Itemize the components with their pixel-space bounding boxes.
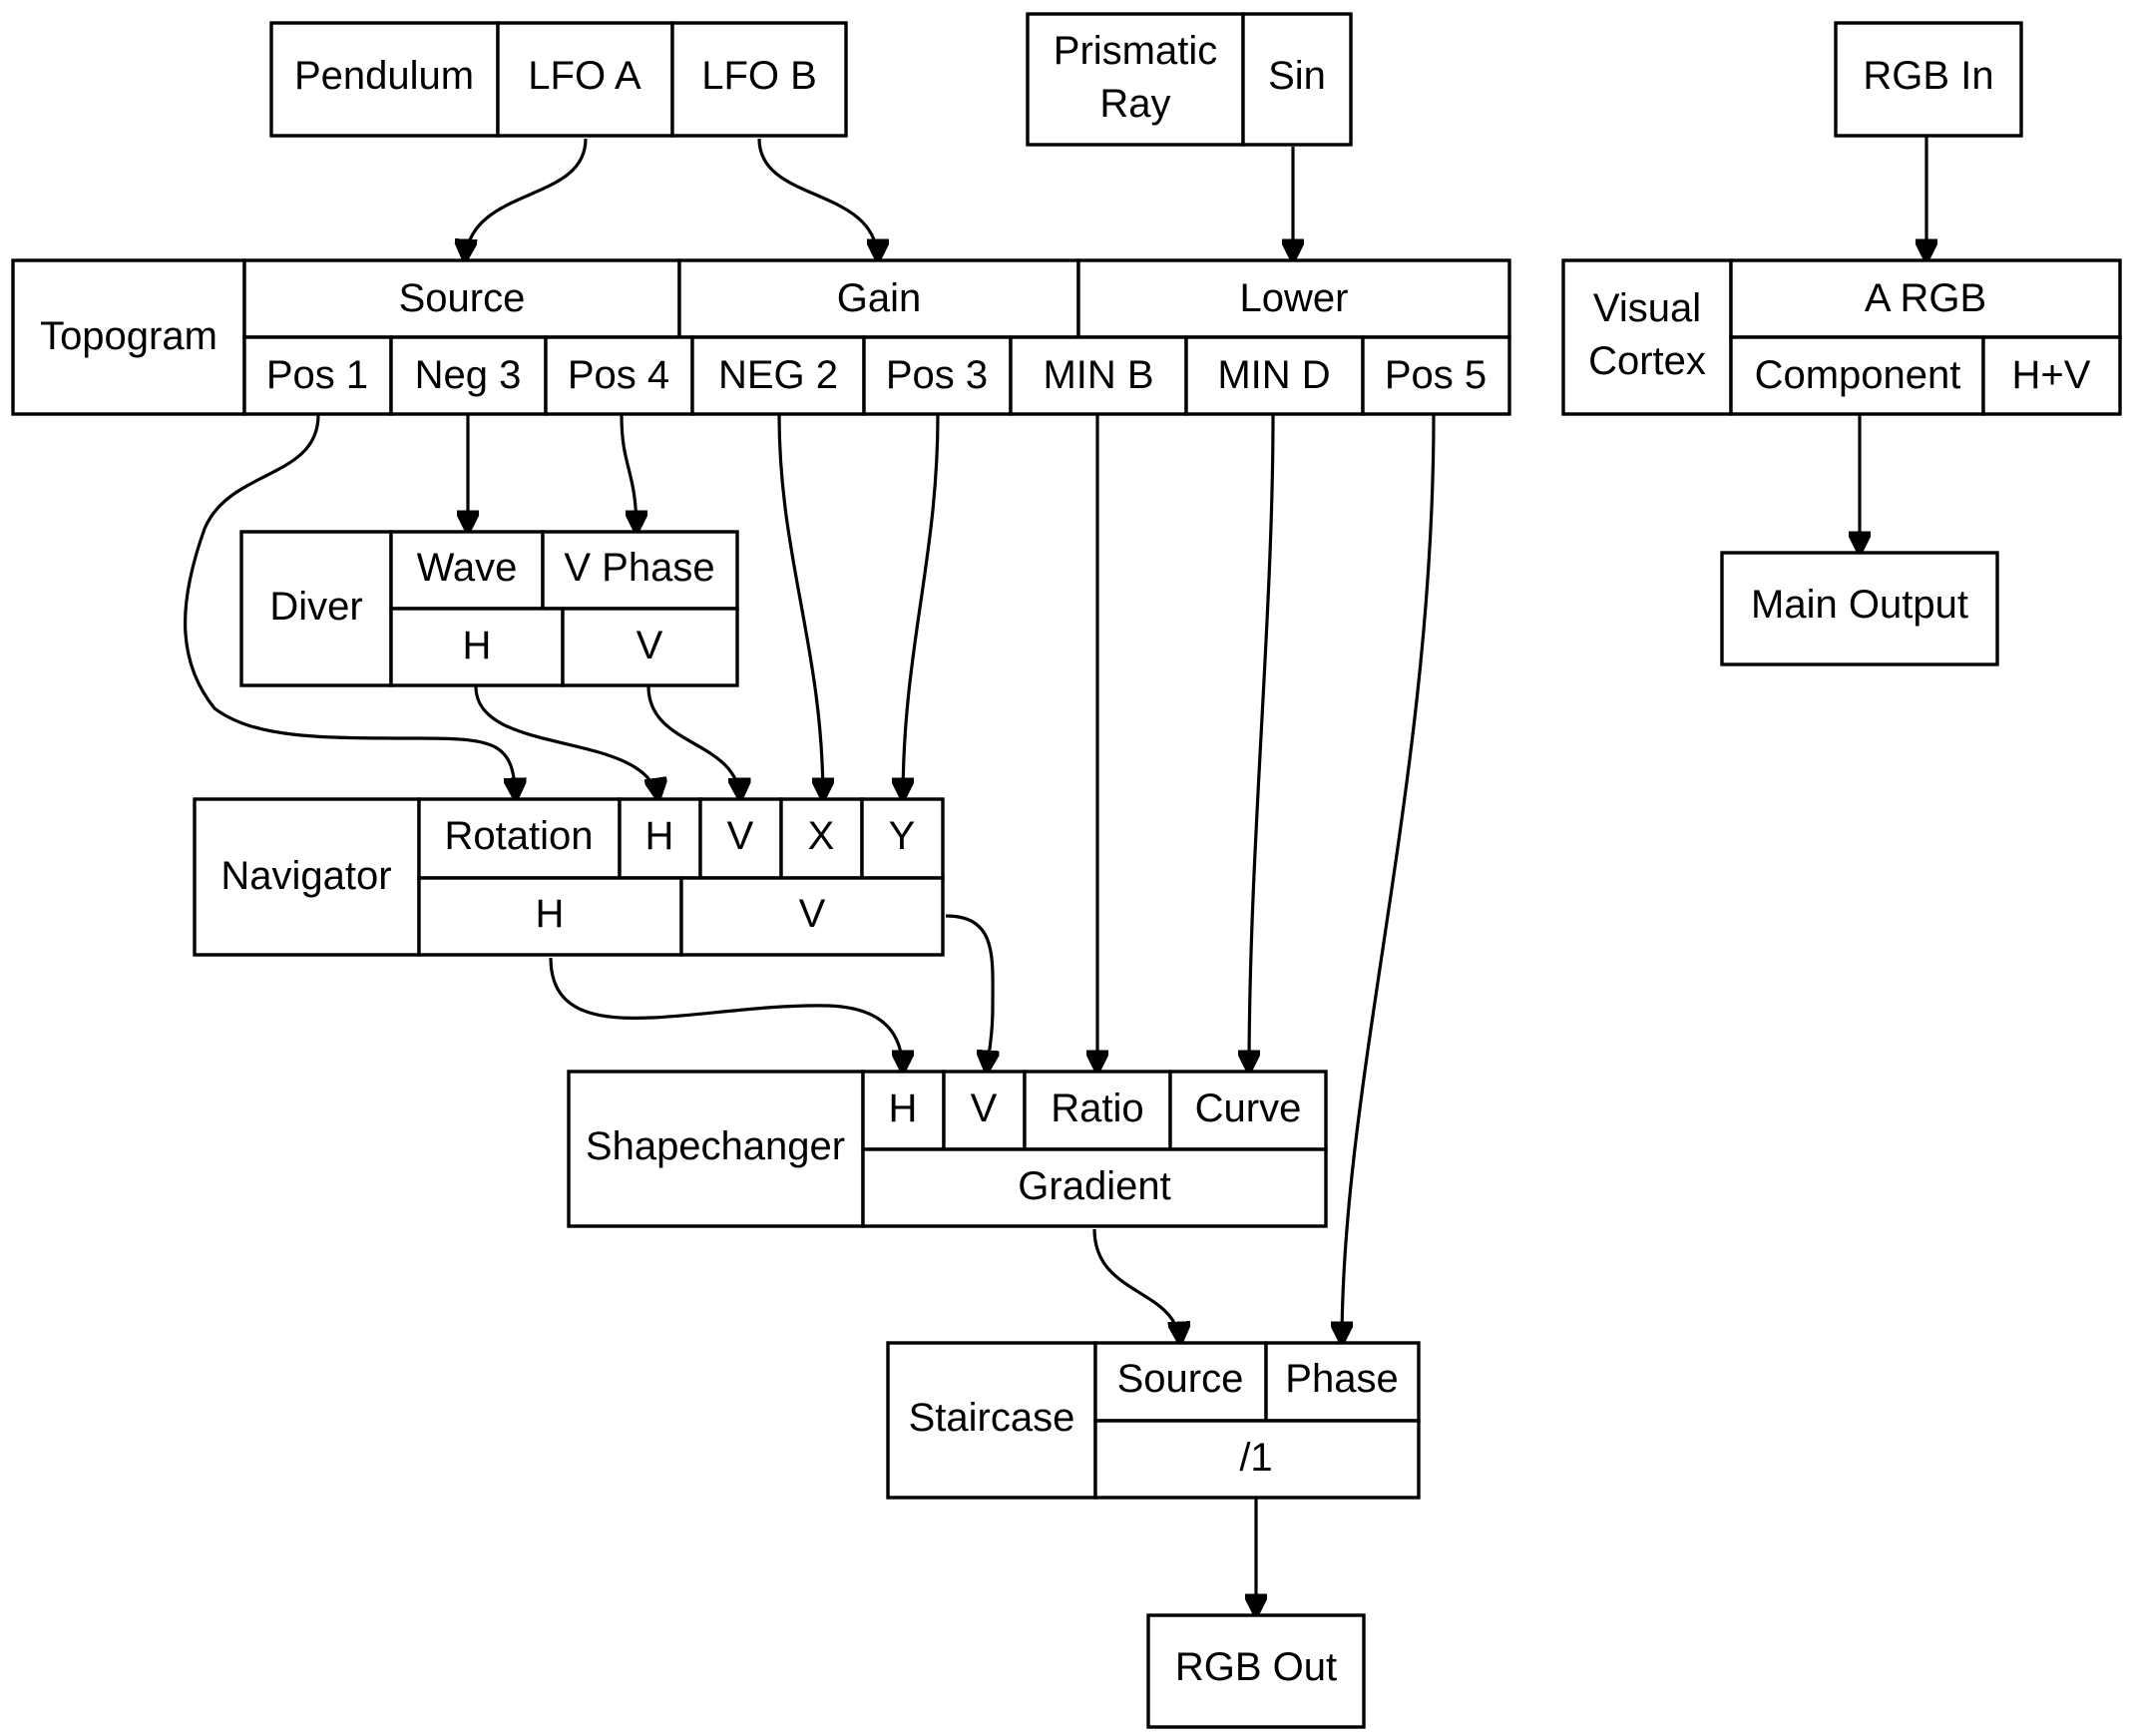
port-pos-1[interactable]: Pos 1 bbox=[266, 353, 368, 397]
visual-cortex-title-line-1: Visual bbox=[1593, 286, 1701, 330]
main-output-label: Main Output bbox=[1751, 583, 1968, 627]
port-phase[interactable]: Phase bbox=[1285, 1357, 1398, 1401]
port-navigator-in-v[interactable]: V bbox=[727, 814, 754, 858]
edge-navh-shaph bbox=[549, 957, 903, 1073]
topogram-title: Topogram bbox=[40, 314, 217, 358]
port-diver-v[interactable]: V bbox=[637, 624, 663, 667]
port-x[interactable]: X bbox=[808, 814, 835, 858]
edge-pos4-vphase bbox=[620, 414, 637, 533]
prismatic-ray-title-line-2: Ray bbox=[1099, 82, 1170, 126]
port-neg-2[interactable]: NEG 2 bbox=[718, 353, 838, 397]
rgb-in-label: RGB In bbox=[1863, 54, 1993, 98]
visual-cortex-title-line-2: Cortex bbox=[1588, 339, 1706, 383]
navigator-title: Navigator bbox=[220, 854, 391, 898]
node-topogram[interactable]: Topogram Source Gain Lower Pos 1 Neg 3 P… bbox=[11, 258, 1511, 416]
edge-diverv-navv bbox=[646, 685, 740, 800]
pendulum-title: Pendulum bbox=[294, 54, 474, 98]
port-min-d[interactable]: MIN D bbox=[1217, 353, 1330, 397]
prismatic-ray-title-line-1: Prismatic bbox=[1054, 29, 1217, 73]
port-rotation[interactable]: Rotation bbox=[445, 814, 594, 858]
edge-pos3-y bbox=[903, 414, 940, 800]
port-navigator-out-h[interactable]: H bbox=[536, 892, 565, 936]
edge-pos1-rotation bbox=[184, 414, 516, 800]
edge-neg2-x bbox=[777, 414, 823, 800]
edge-mind-curve bbox=[1249, 414, 1275, 1073]
edge-gradient-source bbox=[1092, 1228, 1180, 1344]
node-rgb-out[interactable]: RGB Out bbox=[1146, 1613, 1366, 1729]
port-divide-1[interactable]: /1 bbox=[1239, 1436, 1272, 1480]
node-prismatic-ray[interactable]: Prismatic Ray Sin bbox=[1026, 12, 1353, 147]
port-lfo-a[interactable]: LFO A bbox=[528, 54, 641, 98]
port-navigator-out-v[interactable]: V bbox=[799, 892, 826, 936]
node-diver[interactable]: Diver Wave V Phase H V bbox=[239, 530, 739, 687]
diver-title: Diver bbox=[269, 585, 362, 629]
port-sin[interactable]: Sin bbox=[1268, 54, 1326, 98]
node-rgb-in[interactable]: RGB In bbox=[1834, 21, 2023, 138]
edge-lfoa-source bbox=[465, 138, 588, 261]
node-main-output[interactable]: Main Output bbox=[1720, 551, 1999, 666]
shapechanger-title: Shapechanger bbox=[586, 1124, 845, 1168]
node-navigator[interactable]: Navigator Rotation H V X Y H V bbox=[193, 797, 945, 957]
edge-pos5-phase bbox=[1342, 414, 1436, 1344]
port-shapechanger-h[interactable]: H bbox=[889, 1086, 918, 1130]
node-staircase[interactable]: Staircase Source Phase /1 bbox=[886, 1341, 1421, 1500]
port-pos-5[interactable]: Pos 5 bbox=[1385, 353, 1487, 397]
port-navigator-in-h[interactable]: H bbox=[645, 814, 674, 858]
port-lfo-b[interactable]: LFO B bbox=[701, 54, 817, 98]
staircase-title: Staircase bbox=[909, 1396, 1075, 1440]
port-pos-3[interactable]: Pos 3 bbox=[886, 353, 988, 397]
port-pos-4[interactable]: Pos 4 bbox=[568, 353, 669, 397]
port-component[interactable]: Component bbox=[1755, 353, 1961, 397]
port-shapechanger-v[interactable]: V bbox=[971, 1086, 998, 1130]
edge-lfob-gain bbox=[757, 138, 878, 261]
node-pendulum[interactable]: Pendulum LFO A LFO B bbox=[269, 21, 848, 138]
edge-navv-shapv bbox=[945, 914, 993, 1073]
edge-diverh-navh bbox=[474, 685, 658, 800]
port-y[interactable]: Y bbox=[889, 814, 916, 858]
port-v-phase[interactable]: V Phase bbox=[564, 546, 714, 590]
port-neg-3[interactable]: Neg 3 bbox=[415, 353, 522, 397]
topogram-group-gain[interactable]: Gain bbox=[837, 276, 922, 320]
topogram-group-lower[interactable]: Lower bbox=[1240, 276, 1349, 320]
edges bbox=[184, 137, 1926, 1616]
port-curve[interactable]: Curve bbox=[1195, 1086, 1302, 1130]
node-shapechanger[interactable]: Shapechanger H V Ratio Curve Gradient bbox=[567, 1070, 1328, 1228]
port-h-plus-v[interactable]: H+V bbox=[2012, 353, 2091, 397]
port-ratio[interactable]: Ratio bbox=[1051, 1086, 1143, 1130]
port-a-rgb[interactable]: A RGB bbox=[1865, 276, 1986, 320]
port-gradient[interactable]: Gradient bbox=[1018, 1164, 1170, 1208]
topogram-group-source[interactable]: Source bbox=[399, 276, 526, 320]
port-min-b[interactable]: MIN B bbox=[1043, 353, 1153, 397]
port-wave[interactable]: Wave bbox=[417, 546, 518, 590]
port-diver-h[interactable]: H bbox=[463, 624, 492, 667]
node-visual-cortex[interactable]: Visual Cortex A RGB Component H+V bbox=[1561, 258, 2122, 416]
port-staircase-source[interactable]: Source bbox=[1117, 1357, 1244, 1401]
rgb-out-label: RGB Out bbox=[1175, 1645, 1337, 1689]
